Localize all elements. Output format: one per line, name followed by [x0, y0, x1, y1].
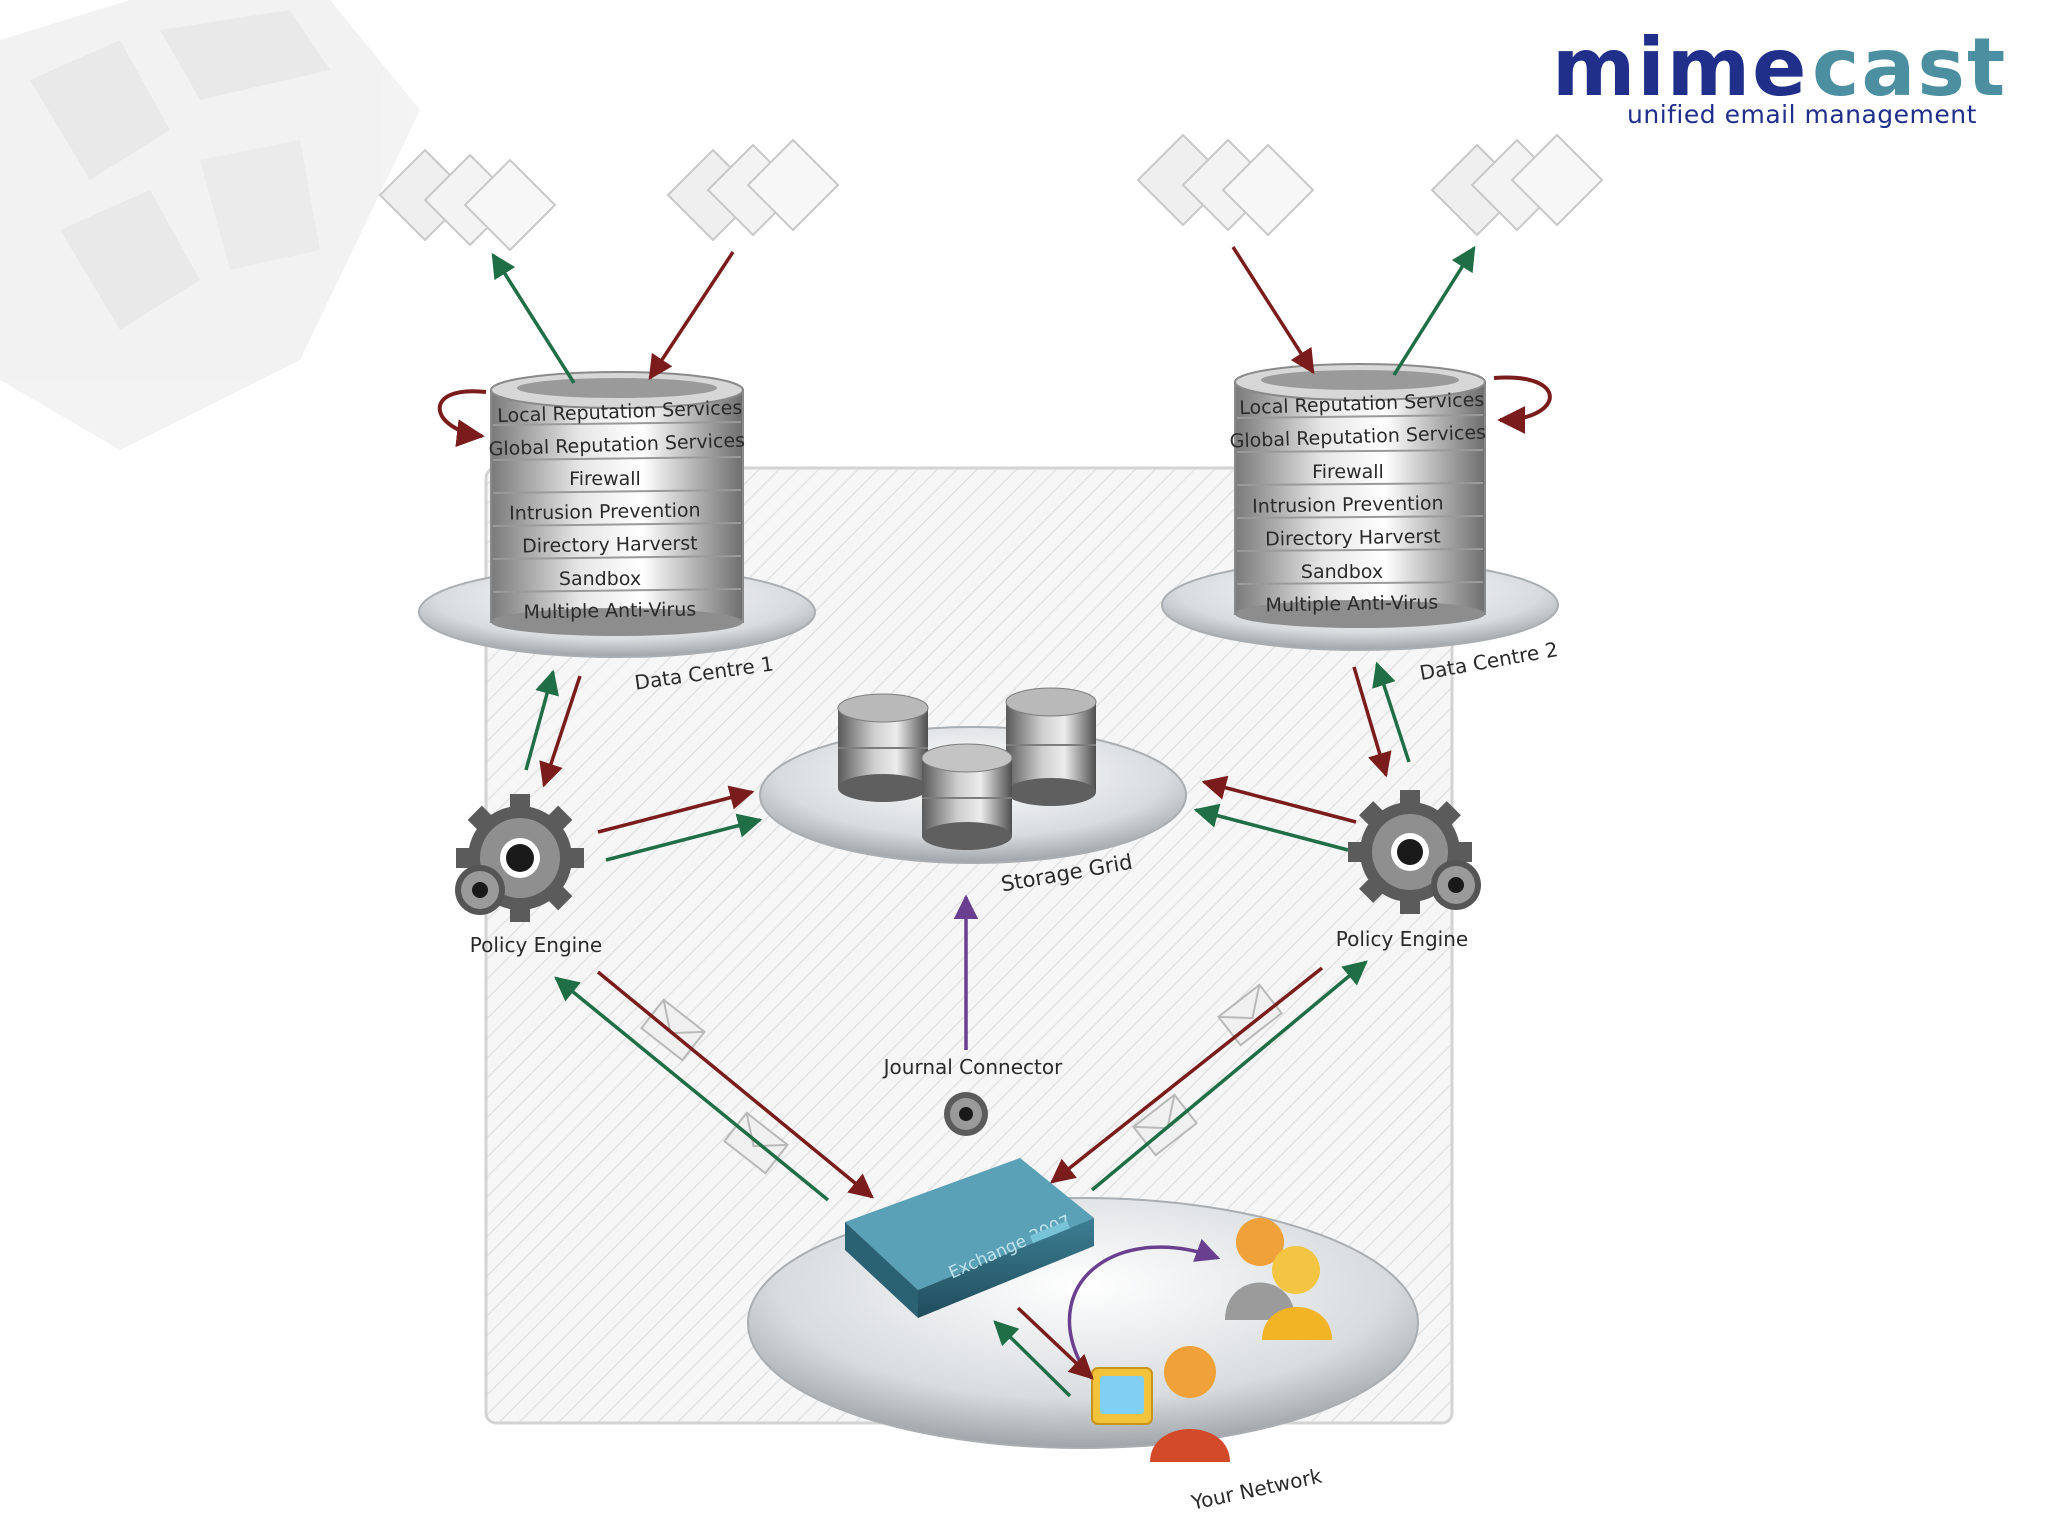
dc1-service-multiple-anti-virus: Multiple Anti-Virus: [523, 598, 696, 623]
data-centre-2: Local Reputation Services Global Reputat…: [1161, 363, 1560, 685]
arrow-inbound-to-dc2: [1231, 246, 1315, 375]
policy-engine-right: Policy Engine: [1336, 790, 1481, 951]
storage-db-1: [837, 693, 929, 802]
journal-connector-label: Journal Connector: [882, 1055, 1063, 1079]
storage-db-2: [1005, 687, 1097, 806]
policy-engine-right-label: Policy Engine: [1336, 927, 1468, 951]
logo-wordmark-mime: mime: [1552, 21, 1809, 114]
user-icon-desktop: [1091, 1346, 1230, 1462]
dc2-service-intrusion-prevention: Intrusion Prevention: [1252, 492, 1444, 517]
dc1-service-sandbox: Sandbox: [559, 568, 641, 590]
arrow-inbound-to-dc1: [648, 251, 735, 381]
arrow-policy-left-to-dc1: [524, 669, 559, 771]
arrow-policy-right-to-storage-red: [1201, 775, 1357, 824]
dc1-service-intrusion-prevention: Intrusion Prevention: [509, 499, 701, 524]
data-centre-1: Local Reputation Services Global Reputat…: [418, 371, 816, 695]
arrow-dc1-to-policy-left: [539, 675, 582, 788]
gear-icon: [944, 1092, 988, 1136]
arrow-dc1-to-outbound: [491, 252, 576, 384]
arrow-dc2-to-outbound: [1392, 245, 1476, 376]
arrow-policy-left-to-storage-green: [605, 813, 763, 862]
arrow-dc2-to-policy-right: [1352, 666, 1392, 778]
logo-wordmark-cast: cast: [1812, 21, 2008, 114]
dc1-loop-arrow: [437, 389, 487, 447]
gear-icon-small: [455, 865, 505, 915]
email-stack-inbound-left: [666, 138, 840, 242]
email-stack-outbound-right: [1430, 133, 1604, 237]
arrow-policy-right-to-dc2: [1372, 661, 1411, 763]
arrow-policy-left-to-exchange: [596, 970, 874, 1199]
dc2-service-multiple-anti-virus: Multiple Anti-Virus: [1265, 591, 1438, 616]
arrow-user-to-user: [1067, 1238, 1221, 1363]
watermark-cube: [0, 0, 420, 450]
your-network-label: Your Network: [1188, 1464, 1324, 1515]
your-network: Exchange 2007 Your Network: [747, 1158, 1419, 1515]
policy-engine-left: Policy Engine: [455, 794, 602, 957]
arrow-exchange-to-desktop-user: [1016, 1306, 1094, 1380]
email-envelope-icon: [1217, 983, 1283, 1047]
email-stack-inbound-right: [1136, 133, 1315, 237]
gear-icon: [1348, 790, 1472, 914]
mimecast-logo: mime cast unified email management: [1550, 28, 2005, 136]
user-icon-remote: [1225, 1218, 1332, 1340]
arrow-policy-left-to-storage-red: [597, 785, 755, 834]
dc2-loop-arrow: [1493, 375, 1552, 434]
email-stack-outbound-left: [378, 148, 557, 252]
logo-tagline: unified email management: [1627, 100, 1977, 129]
arrow-exchange-to-policy-left: [554, 976, 830, 1202]
dc1-service-firewall: Firewall: [569, 468, 641, 490]
gear-icon-small: [1431, 860, 1481, 910]
dc2-service-sandbox: Sandbox: [1301, 561, 1383, 583]
arrow-policy-right-to-exchange: [1050, 966, 1324, 1184]
arrow-policy-right-to-storage-green: [1193, 803, 1349, 852]
arrow-desktop-user-to-exchange: [993, 1320, 1072, 1398]
storage-grid: Storage Grid: [759, 687, 1187, 896]
dc1-service-directory-harverst: Directory Harverst: [522, 532, 698, 557]
arrow-exchange-to-policy-right: [1090, 960, 1368, 1192]
dc2-service-firewall: Firewall: [1312, 461, 1384, 483]
storage-db-3: [921, 743, 1013, 850]
journal-connector: Journal Connector: [882, 1055, 1063, 1136]
policy-engine-left-label: Policy Engine: [470, 933, 602, 957]
dc2-service-directory-harverst: Directory Harverst: [1265, 525, 1441, 550]
flow-arrows: [491, 245, 1476, 1398]
